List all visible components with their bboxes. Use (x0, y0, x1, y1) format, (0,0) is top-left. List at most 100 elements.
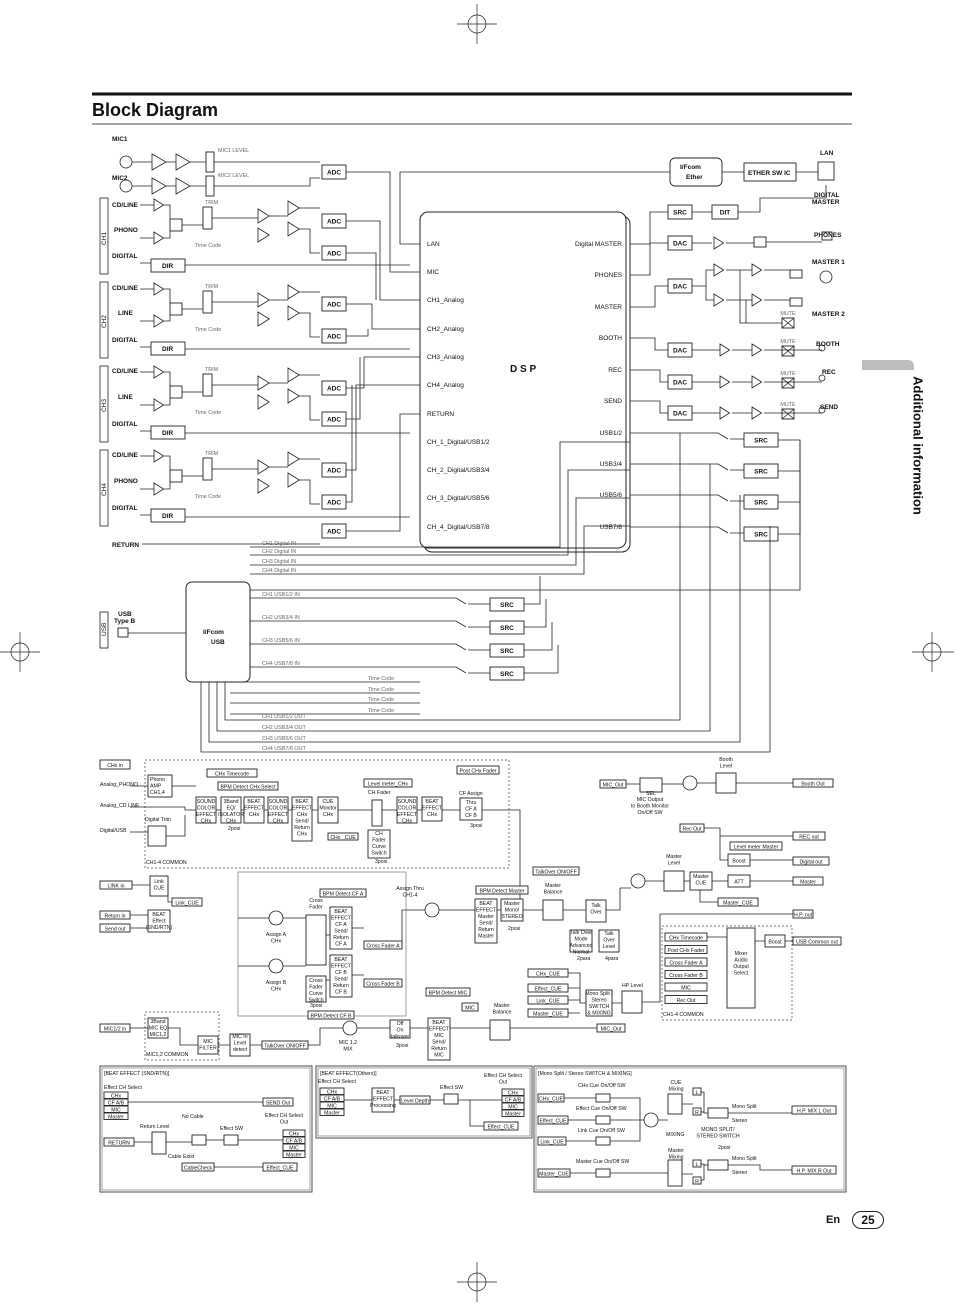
text-label: EFFECT (292, 806, 313, 812)
footer-language: En (826, 1214, 841, 1226)
svg-text:[BEAT EFFECT (SND/RTN)]: [BEAT EFFECT (SND/RTN)] (104, 1071, 170, 1077)
text-label: Master (693, 874, 709, 880)
text-label: MIX (343, 1047, 353, 1053)
bpm-mic-tag-label: BPM Detect MIC (429, 990, 468, 996)
effect-out-item-label: CF A/B (505, 1098, 522, 1104)
dsp-output-label: BOOTH (599, 335, 622, 342)
mixer-list-item (664, 970, 708, 979)
text-label: Balance (493, 1010, 512, 1016)
output-label: MASTER 1 (812, 259, 845, 266)
svg-text:CHx Cue On/Off SW: CHx Cue On/Off SW (578, 1083, 626, 1089)
effect-ch-item-label: MIC (327, 1104, 337, 1110)
text-label: Return (478, 927, 494, 933)
hp-out-tag-label: H.P. out (794, 912, 813, 918)
beat-effect-block (421, 796, 443, 822)
level-meter-master-tag-label: Level meter Master (734, 844, 779, 850)
text-label: Over (590, 910, 602, 916)
dsp-input-label: CH1_Analog (427, 297, 464, 304)
svg-text:ADC: ADC (327, 219, 341, 226)
mic-out-tag-label: MIC_Out (603, 782, 624, 788)
amp-icon (287, 472, 300, 488)
link-cue-tag-label: Link_CUE (540, 1139, 564, 1145)
mixer-list-item-label: MIC (681, 985, 691, 991)
amp-icon (175, 177, 191, 195)
amp-icon (153, 231, 165, 245)
dsp-output-label: MASTER (595, 304, 622, 311)
svg-text:CH3: CH3 (101, 399, 108, 412)
text-label: Return (333, 935, 349, 941)
svg-text:2posi: 2posi (508, 926, 520, 932)
switch-icon (595, 1168, 611, 1178)
l-tag (692, 1087, 702, 1096)
text-label: COLOR (269, 806, 288, 812)
svg-text:ETHER SW IC: ETHER SW IC (748, 170, 791, 177)
chx-timecode-tag-label: CHx Timecode (215, 771, 249, 777)
text-label: EFFECT (196, 812, 217, 818)
page-title: Block Diagram (92, 100, 219, 120)
amp-icon (287, 200, 300, 216)
effect-ch-item (319, 1101, 345, 1109)
text-label: Effect CH Select (265, 1113, 304, 1119)
selector-switch-icon (169, 469, 183, 483)
return-label: RETURN (112, 542, 139, 549)
digital-in-label: CH1 Digital IN (262, 541, 296, 547)
booth-out-tag-label: Booth Out (801, 781, 825, 787)
text-label: CUE (154, 886, 165, 892)
text-label: CF A (465, 807, 477, 813)
text-label: EFFECT (397, 812, 418, 818)
talkover-tag (532, 866, 580, 876)
switch-icon (595, 1136, 611, 1146)
text-label: Talk (591, 903, 601, 909)
cross-fader-b-tag (363, 978, 403, 988)
text-label: BEAT (334, 909, 348, 915)
text-label: Assign A (266, 932, 287, 938)
src-block (489, 666, 525, 681)
effect-out-item-label: Master (505, 1112, 521, 1118)
text-label: CUE (671, 1080, 682, 1086)
effect-out-item (501, 1088, 525, 1096)
text-label: EFFECT (331, 916, 352, 922)
dsp-output-label: Digital MASTER (575, 241, 622, 248)
text-label: Curve (372, 844, 386, 850)
svg-text:Master Cue On/Off SW: Master Cue On/Off SW (576, 1159, 629, 1165)
chx-cue-tag-label: CHx_CUE (539, 1096, 563, 1102)
text-label: Master (504, 901, 520, 907)
effect-ch-item (319, 1087, 345, 1095)
text-label: AMP (150, 784, 162, 790)
chx-in-tag-label: CHx in (107, 763, 123, 769)
text-label: EFFECT (476, 908, 497, 914)
dsp-output-label: USB5/6 (600, 492, 623, 499)
svg-text:ADC: ADC (327, 386, 341, 393)
amp-icon (151, 153, 167, 171)
svg-text:Link Cue On/Off SW: Link Cue On/Off SW (578, 1128, 625, 1134)
mixer-list-item (664, 982, 708, 992)
talkover-level-block (598, 929, 620, 953)
text-label: Advanced (569, 943, 592, 949)
text-label: EFFECT (373, 1097, 394, 1103)
rec-out-tag-label: Rec Out (682, 826, 702, 832)
svg-text:Time Code: Time Code (195, 410, 221, 416)
beat-effect-cfb-block (329, 954, 353, 998)
svg-text:DIGITAL: DIGITAL (814, 192, 840, 199)
text-label: Talk Over (570, 930, 592, 936)
text-label: CUE (323, 799, 334, 805)
svg-text:DIR: DIR (162, 430, 174, 437)
text-label: Phono (150, 777, 165, 783)
talk-over-block (585, 899, 607, 923)
text-label: BEAT (376, 1090, 390, 1096)
amp-icon (751, 263, 763, 277)
svg-text:Cable Exist: Cable Exist (168, 1154, 195, 1160)
svg-text:MUTE: MUTE (780, 311, 796, 317)
mixer-list-item (664, 945, 708, 954)
master-mixing-pot (667, 1159, 683, 1187)
text-label: COLOR (398, 806, 417, 812)
master-cue-tag-label: Master_CUE (539, 1171, 569, 1177)
dir-block (150, 341, 186, 356)
trs-jack-icon (789, 297, 803, 307)
svg-text:MASTER: MASTER (812, 199, 840, 206)
page-number: 25 (852, 1211, 884, 1229)
dsp-input-label: MIC (427, 269, 439, 276)
text-label: Switch (308, 998, 323, 1004)
svg-text:[BEAT EFFECT(Others)]: [BEAT EFFECT(Others)] (320, 1071, 377, 1077)
